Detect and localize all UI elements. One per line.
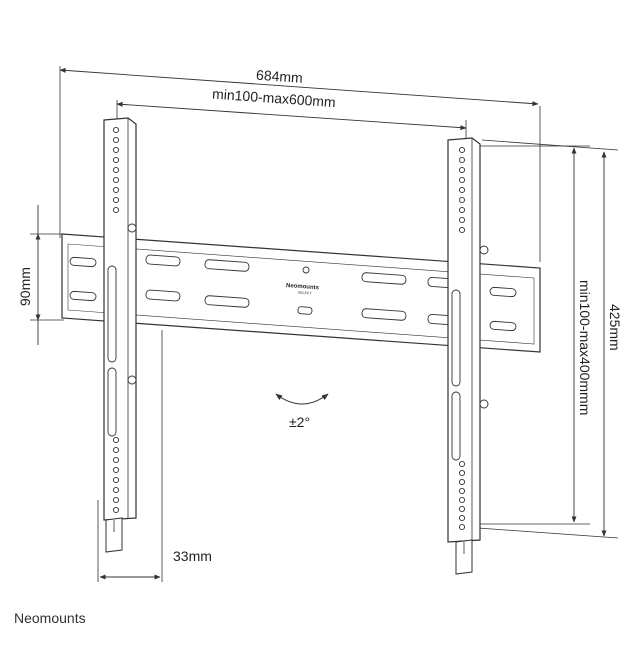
dim-rail-height: 90mm (17, 267, 33, 306)
dim-vesa-width: min100-max600mm (212, 86, 337, 111)
mounting-hole (458, 460, 466, 468)
mounting-hole (112, 126, 120, 134)
mounting-hole (458, 505, 466, 513)
right-bracket (447, 137, 489, 575)
mounting-hole (112, 466, 120, 474)
mounting-hole (112, 136, 120, 144)
mounting-hole (112, 206, 120, 214)
mounting-hole (112, 186, 120, 194)
mounting-hole (458, 156, 466, 164)
mounting-hole (112, 156, 120, 164)
wall-plate: Neomounts SELECT (61, 233, 541, 353)
dimension-lines (35, 67, 607, 580)
dim-tilt: ±2° (289, 414, 310, 430)
bubble-level-icon (302, 266, 310, 274)
mounting-hole (458, 523, 466, 531)
bracket-holes (112, 126, 120, 514)
mounting-hole (458, 487, 466, 495)
mounting-hole (458, 469, 466, 477)
mounting-hole (112, 506, 120, 514)
mounting-hole (112, 486, 120, 494)
dim-total-height: 425mm (607, 304, 623, 351)
bracket-holes (458, 146, 466, 531)
dim-wall-distance: 33mm (173, 548, 212, 564)
mounting-hole (458, 226, 466, 234)
mounting-hole (112, 456, 120, 464)
mounting-hole (458, 478, 466, 486)
mounting-hole (458, 514, 466, 522)
dim-vesa-height: min100-max400mmm (577, 280, 593, 415)
mounting-hole (458, 496, 466, 504)
mounting-hole (112, 166, 120, 174)
mounting-hole (112, 176, 120, 184)
mounting-hole (112, 146, 120, 154)
mounting-hole (112, 476, 120, 484)
mounting-hole (458, 166, 466, 174)
safety-lock (105, 517, 123, 553)
mounting-hole (112, 496, 120, 504)
wall-plate-logo-sub: SELECT (298, 291, 313, 296)
mounting-hole (112, 446, 120, 454)
mounting-hole (458, 186, 466, 194)
wall-plate-logo: Neomounts (286, 283, 320, 291)
mounting-hole (458, 146, 466, 154)
mounting-hole (112, 196, 120, 204)
mounting-hole (458, 216, 466, 224)
tilt-arrow-icon (275, 393, 329, 405)
mounting-hole (458, 196, 466, 204)
mounting-hole (112, 436, 120, 444)
left-bracket (103, 117, 137, 553)
footer-logo: Neomounts (14, 610, 86, 626)
mounting-hole (458, 206, 466, 214)
dim-total-width: 684mm (256, 67, 304, 86)
wall-plate-slots (69, 254, 517, 332)
mounting-hole (458, 176, 466, 184)
safety-lock (455, 539, 473, 575)
